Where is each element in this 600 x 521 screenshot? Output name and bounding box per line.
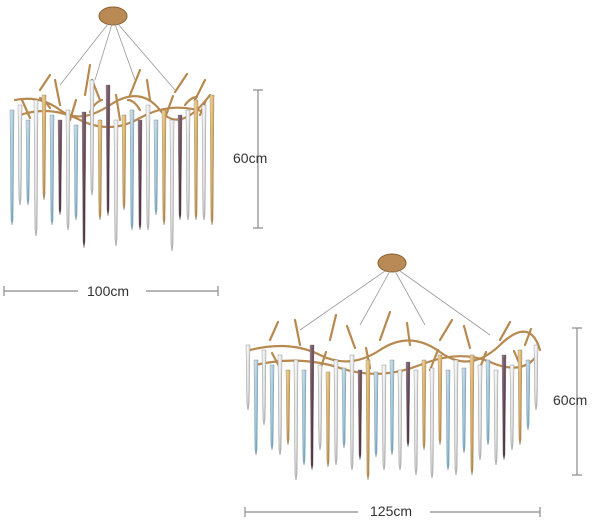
chandelier-oval <box>245 253 542 481</box>
height-dimension-2 <box>572 327 582 476</box>
brass-branches <box>248 310 542 375</box>
crystal-drops <box>9 79 215 252</box>
height-label-2: 60cm <box>553 392 588 408</box>
height-label-1: 60cm <box>233 150 268 166</box>
ceiling-canopy <box>377 253 407 273</box>
chandelier-round <box>9 6 215 252</box>
suspension-wires <box>59 23 176 91</box>
width-dimension-2 <box>244 507 541 517</box>
ceiling-canopy <box>98 6 128 26</box>
height-dimension-1 <box>253 89 263 229</box>
width-label-1: 100cm <box>87 283 130 299</box>
crystal-drops <box>245 344 539 481</box>
width-dimension-1 <box>3 286 219 296</box>
suspension-wires <box>299 270 491 336</box>
width-label-2: 125cm <box>370 503 413 519</box>
